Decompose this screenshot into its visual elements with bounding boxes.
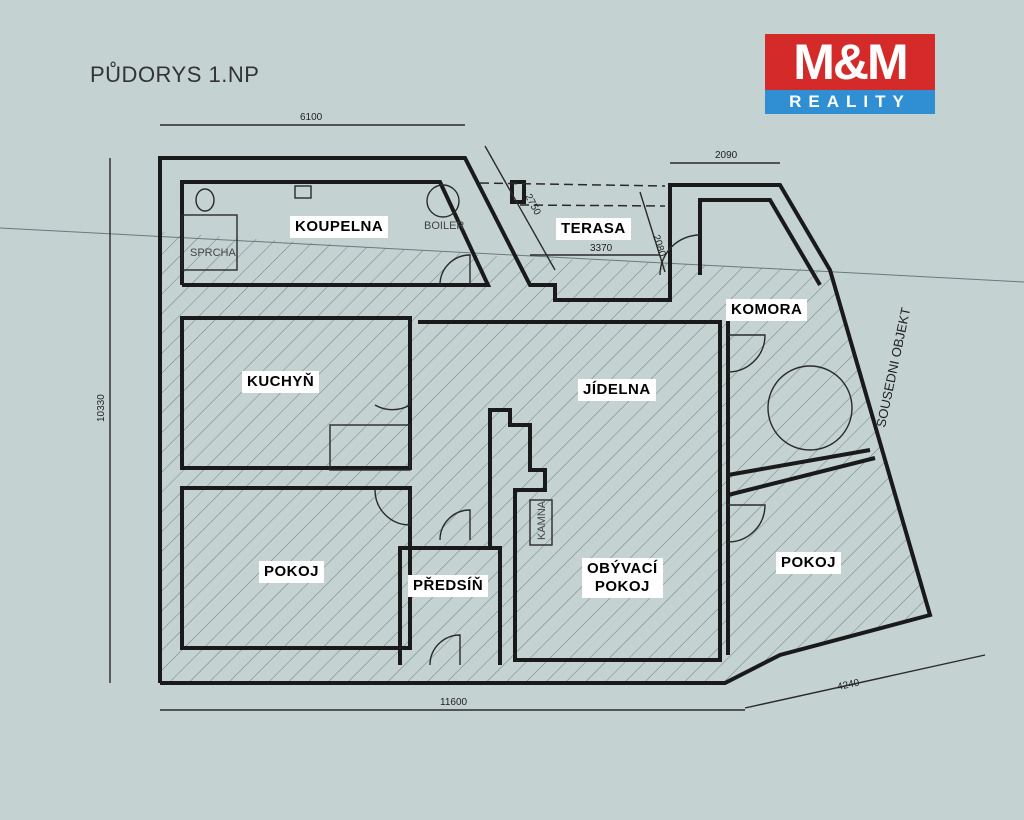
room-kuchyn: KUCHYŇ (242, 371, 320, 393)
dim-terrace-width: 3370 (590, 243, 613, 254)
spiral-stair (767, 365, 853, 451)
room-obyvaci-line2: POKOJ (594, 578, 650, 595)
room-pokoj-left: POKOJ (259, 561, 325, 583)
doors (181, 184, 853, 666)
note-boiler: BOILER (424, 220, 464, 232)
logo-top: M&M (765, 34, 935, 90)
note-neighbor: SOUSEDNI OBJEKT (873, 306, 913, 429)
plan-title: PŮDORYS 1.NP (90, 62, 260, 87)
fold-line (0, 227, 1024, 283)
room-predsin: PŘEDSÍŇ (408, 575, 489, 597)
dim-height: 10330 (96, 394, 107, 422)
hatched-area (160, 232, 930, 683)
dim-top-width: 6100 (300, 112, 323, 123)
dim-bottom-width: 11600 (440, 697, 468, 708)
room-jidelna: JÍDELNA (578, 379, 656, 401)
room-obyvaci-line1: OBÝVACÍ (587, 560, 658, 577)
note-kamna: KAMNA (536, 500, 548, 540)
logo-bottom: REALITY (765, 90, 935, 114)
room-pokoj-right: POKOJ (776, 552, 842, 574)
room-komora: KOMORA (726, 299, 808, 321)
boiler-icon (426, 184, 460, 218)
toilet-icon (195, 188, 215, 212)
room-terasa: TERASA (556, 218, 631, 240)
dim-right-bottom: 4240 (836, 677, 860, 692)
room-obyvaci-pokoj: OBÝVACÍ POKOJ (582, 558, 663, 598)
dim-right-width: 2090 (715, 150, 738, 161)
room-koupelna: KOUPELNA (290, 216, 389, 238)
sink-icon (294, 185, 312, 199)
logo: M&M REALITY (765, 34, 935, 114)
note-sprcha: SPRCHA (190, 247, 237, 259)
shower-icon (181, 214, 238, 271)
